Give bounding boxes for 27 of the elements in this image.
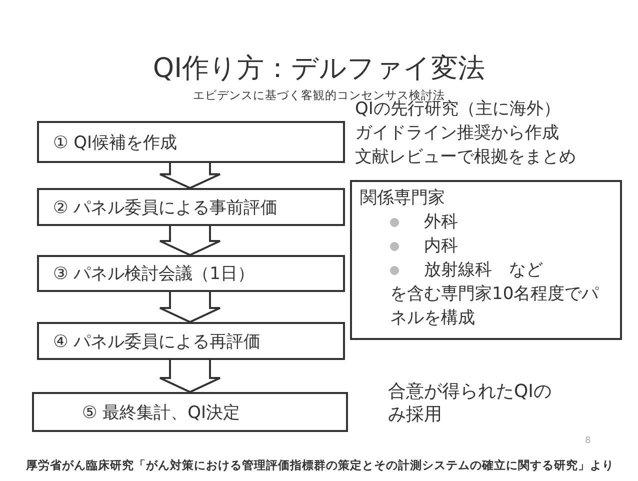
step-text: ① QI候補を作成	[53, 132, 178, 154]
step-text: ② パネル委員による事前評価	[53, 196, 278, 218]
block-arrow	[159, 359, 221, 394]
note-text: ガイドライン推奨から作成	[355, 122, 560, 144]
block-arrow	[159, 225, 221, 256]
block-arrow	[159, 291, 221, 324]
step-text: ③ パネル検討会議（1日）	[53, 263, 254, 285]
source-note: 厚労省がん臨床研究「がん対策における管理評価指標群の策定とその計測システムの確立に関する研究」より	[25, 458, 615, 473]
block-arrow	[159, 162, 221, 190]
list-item: 内科	[424, 236, 458, 256]
step-box	[32, 392, 348, 432]
title: QI作り方：デルファイ変法	[152, 52, 486, 86]
note-text: QIの先行研究（主に海外）	[355, 99, 562, 120]
note-heading: 関係専門家	[360, 188, 445, 208]
note-text: 文献レビューで根拠をまとめ	[355, 146, 577, 168]
list-item: 放射線科 など	[424, 260, 543, 280]
step-text: ④ パネル委員による再評価	[53, 330, 261, 352]
step-box	[37, 121, 345, 163]
step-text: ⑤ 最終集計、QI決定	[82, 402, 240, 424]
step-box	[37, 255, 345, 292]
list-item: 外科	[424, 212, 458, 232]
step-box	[37, 188, 345, 226]
note-text: 合意が得られたQIのみ採用	[388, 380, 552, 427]
page-number: 8	[585, 436, 592, 448]
note-box	[350, 180, 622, 340]
step-box	[37, 322, 345, 360]
note-text: を含む専門家10名程度でパネルを構成	[390, 284, 599, 328]
